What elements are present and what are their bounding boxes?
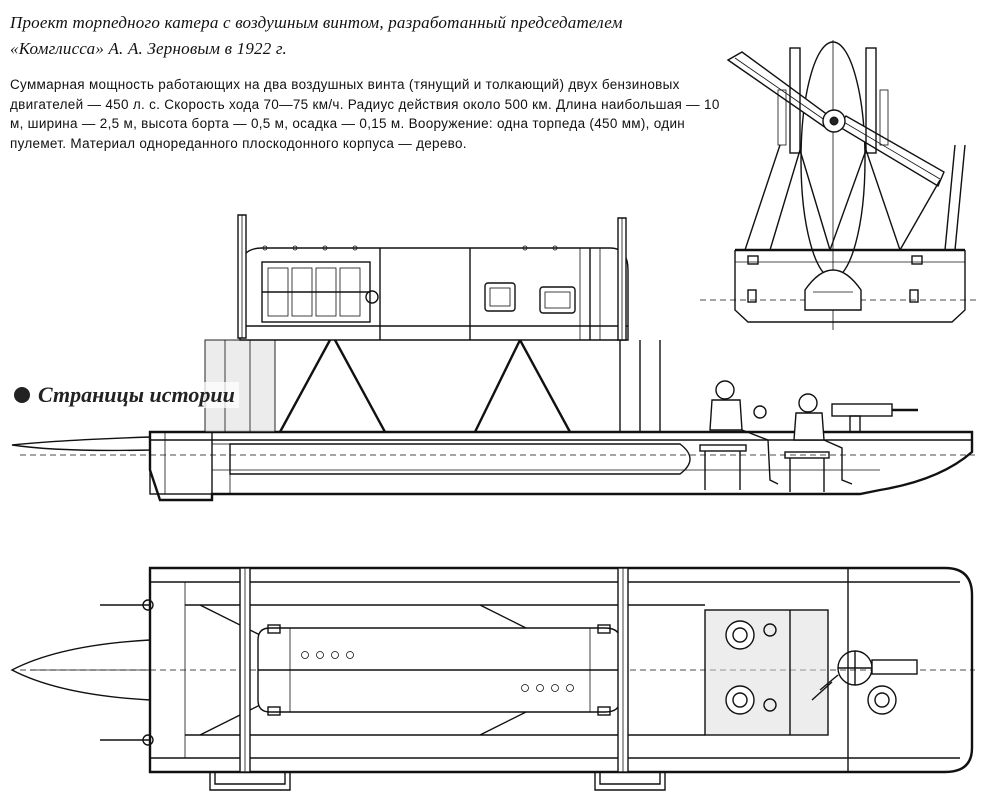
plan-view [10, 566, 975, 791]
drawing-title: Проект торпедного катера с воздушным вин… [10, 13, 623, 58]
section-tag-label: Страницы истории [38, 382, 235, 407]
side-view [11, 214, 975, 502]
crew-helmsman [699, 380, 779, 490]
engine-block [261, 261, 379, 323]
specifications-text: Суммарная мощность работающих на два воз… [10, 77, 720, 151]
crew-gunner [784, 393, 853, 492]
machine-gun-top-view [811, 650, 918, 715]
machine-gun [831, 403, 918, 433]
bullet-icon [14, 387, 30, 403]
crew-top-view [725, 620, 777, 715]
front-view [700, 40, 980, 330]
section-tag: Страницы истории [14, 382, 239, 408]
